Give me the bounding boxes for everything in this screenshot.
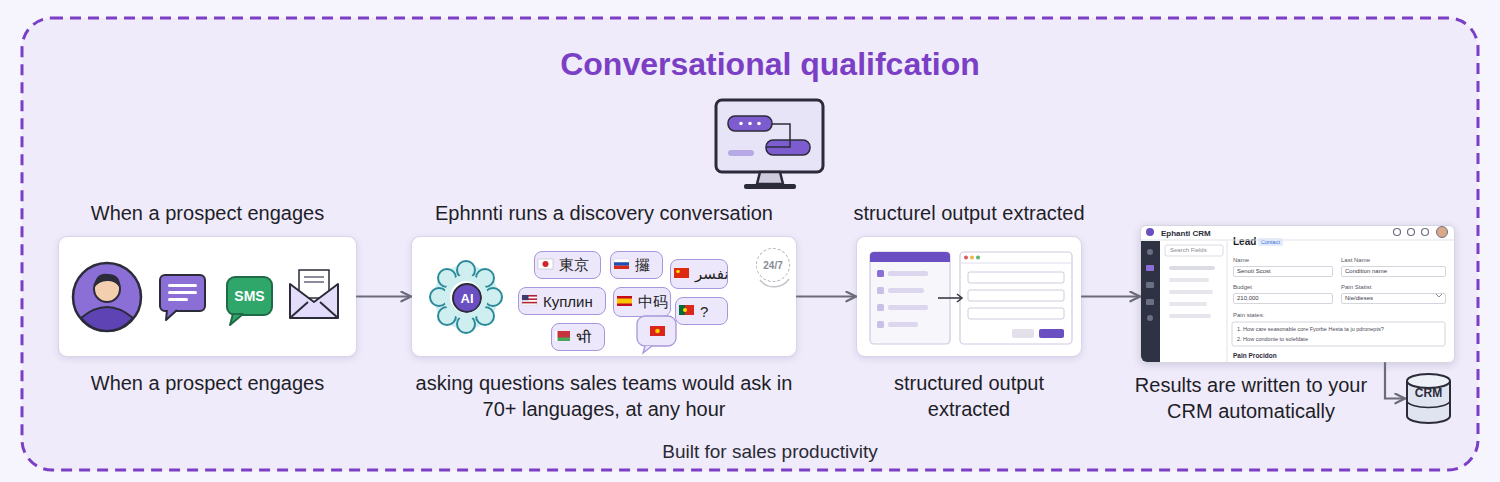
crm-database: CRM <box>1405 372 1452 425</box>
node-label: 24/7 <box>763 260 782 271</box>
crm-field-text: 2. How condonie to solefdate <box>1237 336 1308 342</box>
crm-field-text: Contact <box>1258 238 1283 246</box>
dot <box>748 122 752 126</box>
crm-field-text: Budget <box>1233 284 1252 290</box>
chat-bubble <box>766 140 810 155</box>
diagram-title: Conversational qualifcation <box>20 44 1500 84</box>
node-label: भी <box>576 327 591 347</box>
language-bubble: نفسر <box>670 259 728 289</box>
dot <box>739 122 743 126</box>
stage-box: When a prospect engagesWhen a prospect e… <box>58 236 357 357</box>
node-label: نفسر <box>695 265 728 283</box>
stage-caption: Results are written to your CRM automati… <box>1131 372 1371 424</box>
availability-badge: 24/7 <box>756 248 790 282</box>
node-label: 東京 <box>559 256 589 275</box>
node-label: SMS <box>234 288 264 304</box>
crm-field-text: Last Name <box>1341 257 1370 263</box>
stage-caption: asking questions sales teams would ask i… <box>412 370 796 422</box>
monitor-stand <box>757 172 783 184</box>
monitor-screen <box>716 100 823 172</box>
cylinder-top <box>1407 374 1450 388</box>
diagram-caption: Built for sales productivity <box>20 440 1500 464</box>
crm-field-text: Condition name <box>1341 266 1446 277</box>
stage-heading: When a prospect engages <box>91 200 325 226</box>
language-bubble: 東京 <box>534 251 601 279</box>
database-label: CRM <box>1405 386 1452 400</box>
crm-field-text: Pain Procidon <box>1233 352 1277 359</box>
crm-field-text: Nie/dieses <box>1341 293 1446 304</box>
language-bubble: भी <box>551 323 605 351</box>
crm-field-text: Senoti Scost <box>1233 266 1333 277</box>
crm-window: Ephanti CRM Search Fields LeadContactName L… <box>1140 225 1455 363</box>
language-bubble: Куплин <box>518 287 606 315</box>
flow-arrow <box>1385 363 1405 399</box>
crm-field-text: Search Fields <box>1170 247 1207 253</box>
ai-badge: AI <box>452 283 482 313</box>
stage-box: structurel output extractedstructured ou… <box>856 236 1082 357</box>
stage-heading: structurel output extracted <box>853 200 1084 226</box>
stage-box: Ephnnti runs a discovery conversationask… <box>411 236 797 357</box>
crm-field-text: Ephanti CRM <box>1161 229 1211 238</box>
stage-caption: When a prospect engages <box>59 370 356 396</box>
node-label: AI <box>461 291 474 306</box>
chat-bar <box>728 150 754 156</box>
node-label: ? <box>700 303 708 320</box>
flow-arrow <box>797 295 856 297</box>
language-bubble: 攞 <box>610 251 663 279</box>
cylinder-band <box>1407 401 1450 408</box>
crm-field-text: Pain states: <box>1233 312 1264 318</box>
node-label: Куплин <box>543 293 593 310</box>
dashed-frame <box>22 18 1478 470</box>
chat-line <box>766 124 790 147</box>
crm-field-text: 210,000 <box>1233 293 1333 304</box>
dot <box>757 122 761 126</box>
crm-field-text: Lead <box>1233 236 1256 247</box>
monitor-base <box>744 184 796 189</box>
sms-bubble: SMS <box>226 276 273 316</box>
monitor-icon <box>716 100 823 189</box>
crm-field-text: Name <box>1233 257 1249 263</box>
chat-bubble <box>728 116 772 131</box>
node-label: 中码 <box>638 293 668 312</box>
crm-field-text: Pain Statist <box>1341 284 1371 290</box>
flow-arrow <box>357 295 411 297</box>
language-bubble: 中码 <box>613 287 671 317</box>
crm-field-text: 1. How care seasonable core Fyorbe Hesta… <box>1237 326 1384 332</box>
flow-arrow <box>1082 295 1140 297</box>
stage-heading: Ephnnti runs a discovery conversation <box>435 200 773 226</box>
stage-caption: structured output extracted <box>857 370 1081 422</box>
node-label: 攞 <box>635 256 650 275</box>
language-bubble: ? <box>675 297 728 325</box>
